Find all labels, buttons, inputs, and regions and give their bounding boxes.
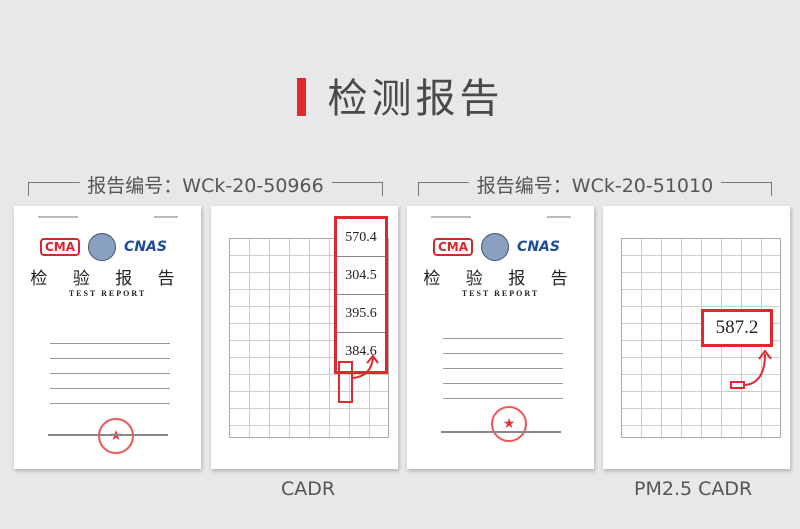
page-title: 检测报告 bbox=[0, 66, 800, 124]
highlight-box bbox=[338, 361, 353, 403]
report-number-1: 报告编号：WCk-20-50966 bbox=[79, 171, 332, 198]
ilac-logo bbox=[481, 233, 510, 261]
cnas-logo: CNAS bbox=[124, 239, 167, 255]
ilac-logo bbox=[88, 233, 117, 261]
seal-icon: ★ bbox=[98, 418, 134, 454]
cadr-values-box: 570.4 304.5 395.6 384.6 bbox=[334, 216, 388, 374]
report-results-1: 570.4 304.5 395.6 384.6 bbox=[211, 206, 398, 469]
title-text: 检测报告 bbox=[327, 76, 504, 122]
accent-bar bbox=[296, 78, 306, 116]
caption-cadr: CADR bbox=[281, 478, 336, 500]
cover-subtitle: TEST REPORT bbox=[461, 289, 540, 298]
report-cover-2: CMA CNAS 检 验 报 告 TEST REPORT ★ bbox=[407, 206, 594, 469]
cma-logo: CMA bbox=[40, 238, 81, 256]
arrow-icon bbox=[352, 354, 379, 379]
cadr-value: 570.4 bbox=[337, 219, 385, 257]
highlight-box bbox=[730, 381, 745, 389]
cover-title: 检 验 报 告 bbox=[423, 269, 578, 289]
report-number-bracket-1: 报告编号：WCk-20-50966 bbox=[28, 171, 383, 198]
cma-logo: CMA bbox=[433, 238, 474, 256]
cover-title: 检 验 报 告 bbox=[30, 269, 185, 289]
arrow-icon bbox=[744, 349, 772, 386]
caption-pm25-cadr: PM2.5 CADR bbox=[634, 478, 753, 500]
cover-subtitle: TEST REPORT bbox=[68, 289, 147, 298]
report-number-bracket-2: 报告编号：WCk-20-51010 bbox=[418, 171, 772, 198]
report-cover-1: CMA CNAS 检 验 报 告 TEST REPORT ★ bbox=[14, 206, 201, 469]
cnas-logo: CNAS bbox=[517, 239, 560, 255]
cadr-value: 384.6 bbox=[345, 344, 377, 359]
cadr-value: 395.6 bbox=[337, 295, 385, 333]
pm25-cadr-value: 587.2 bbox=[701, 309, 773, 347]
report-results-2: 587.2 bbox=[603, 206, 790, 469]
seal-icon: ★ bbox=[491, 406, 527, 442]
cadr-value: 304.5 bbox=[337, 257, 385, 295]
report-number-2: 报告编号：WCk-20-51010 bbox=[468, 171, 722, 198]
